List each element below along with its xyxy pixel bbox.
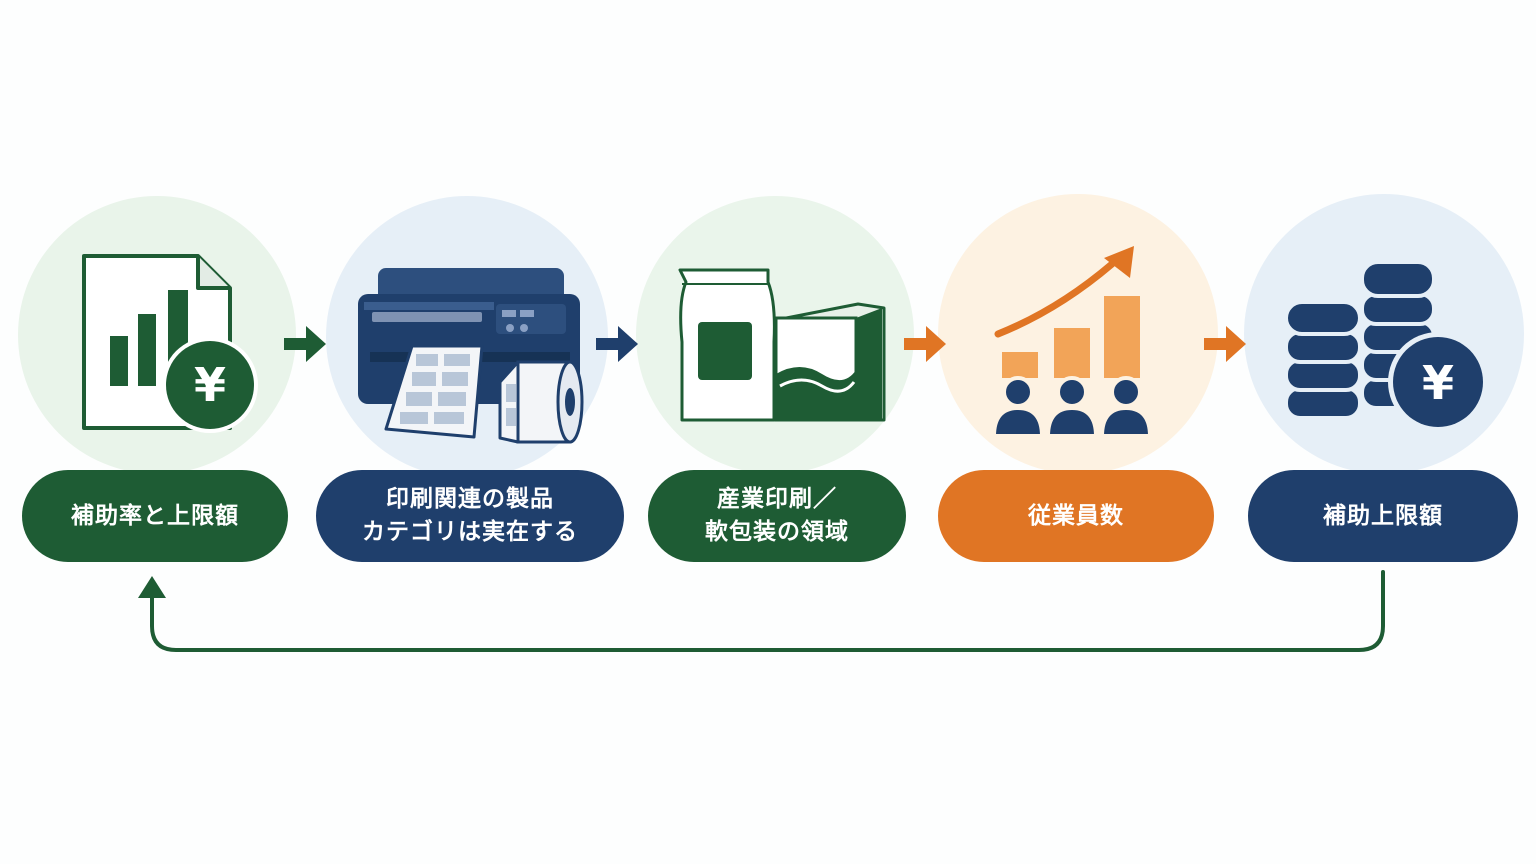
printer-label-roll-icon — [358, 268, 584, 444]
growth-chart-people-icon — [991, 246, 1153, 438]
yen-symbol-2: ¥ — [1422, 356, 1454, 410]
arrow-2-icon — [596, 326, 638, 362]
coin-stacks-yen-icon: ¥ — [1284, 260, 1488, 432]
yen-symbol-1: ¥ — [194, 358, 226, 412]
document-chart-yen-icon: ¥ — [82, 254, 258, 433]
step-2-label: 印刷関連の製品 カテゴリは実在する — [316, 470, 624, 562]
arrow-3-icon — [904, 326, 946, 362]
step-5-label: 補助上限額 — [1248, 470, 1518, 562]
step-1-label: 補助率と上限額 — [22, 470, 288, 562]
arrow-1-icon — [284, 326, 326, 362]
step-3-label: 産業印刷／ 軟包装の領域 — [648, 470, 906, 562]
pouch-box-package-icon — [678, 268, 886, 422]
arrow-4-icon — [1204, 326, 1246, 362]
step-4-label: 従業員数 — [938, 470, 1214, 562]
